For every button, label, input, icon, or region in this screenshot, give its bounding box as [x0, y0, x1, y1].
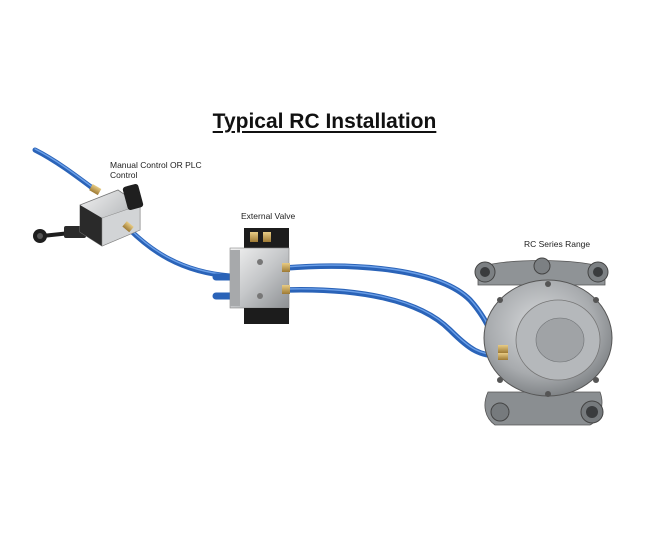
hose-inlet	[32, 147, 98, 193]
hose-control-to-valve	[125, 225, 233, 279]
hose-valve-to-pump-lower	[282, 287, 503, 359]
label-manual-control: Manual Control OR PLC Control	[110, 160, 202, 180]
label-pump: RC Series Range	[524, 239, 591, 249]
air-hoses	[32, 147, 506, 359]
diagram-title: Typical RC Installation	[212, 110, 437, 133]
external-valve	[229, 228, 290, 324]
hose-valve-to-pump-upper	[282, 263, 506, 353]
rc-series-pump	[474, 257, 613, 426]
manual-control-unit	[33, 184, 144, 247]
label-external-valve: External Valve	[241, 211, 296, 221]
